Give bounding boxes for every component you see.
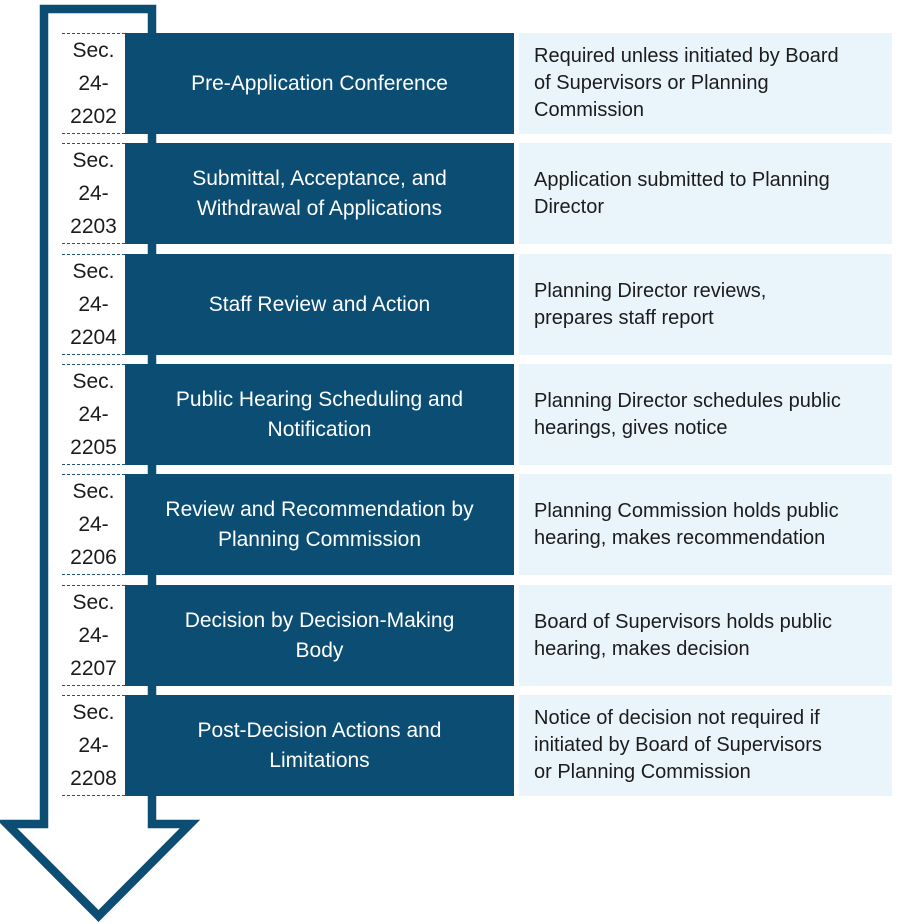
step-title-box: Public Hearing Scheduling and Notificati… [125, 364, 514, 465]
step-description-box: Required unless initiated by Board of Su… [519, 33, 892, 134]
section-label: Sec. 24- 2205 [62, 364, 125, 465]
process-step-row: Sec. 24- 2204 Staff Review and Action Pl… [0, 254, 907, 355]
step-description-box: Planning Director schedules public heari… [519, 364, 892, 465]
step-title-box: Review and Recommendation by Planning Co… [125, 474, 514, 575]
process-step-row: Sec. 24- 2205 Public Hearing Scheduling … [0, 364, 907, 465]
process-step-row: Sec. 24- 2207 Decision by Decision-Makin… [0, 585, 907, 686]
step-title-box: Submittal, Acceptance, and Withdrawal of… [125, 143, 514, 244]
step-description-box: Board of Supervisors holds public hearin… [519, 585, 892, 686]
section-label: Sec. 24- 2202 [62, 33, 125, 134]
process-step-row: Sec. 24- 2206 Review and Recommendation … [0, 474, 907, 575]
section-label: Sec. 24- 2207 [62, 585, 125, 686]
step-title-box: Post-Decision Actions and Limitations [125, 695, 514, 796]
section-label: Sec. 24- 2204 [62, 254, 125, 355]
step-title-box: Staff Review and Action [125, 254, 514, 355]
step-description-box: Application submitted to Planning Direct… [519, 143, 892, 244]
step-title-box: Decision by Decision-Making Body [125, 585, 514, 686]
section-label: Sec. 24- 2203 [62, 143, 125, 244]
section-label: Sec. 24- 2206 [62, 474, 125, 575]
step-title-box: Pre-Application Conference [125, 33, 514, 134]
process-step-row: Sec. 24- 2208 Post-Decision Actions and … [0, 695, 907, 796]
section-label: Sec. 24- 2208 [62, 695, 125, 796]
step-description-box: Notice of decision not required if initi… [519, 695, 892, 796]
process-step-row: Sec. 24- 2203 Submittal, Acceptance, and… [0, 143, 907, 244]
step-description-box: Planning Commission holds public hearing… [519, 474, 892, 575]
step-description-box: Planning Director reviews, prepares staf… [519, 254, 892, 355]
process-step-row: Sec. 24- 2202 Pre-Application Conference… [0, 33, 907, 134]
